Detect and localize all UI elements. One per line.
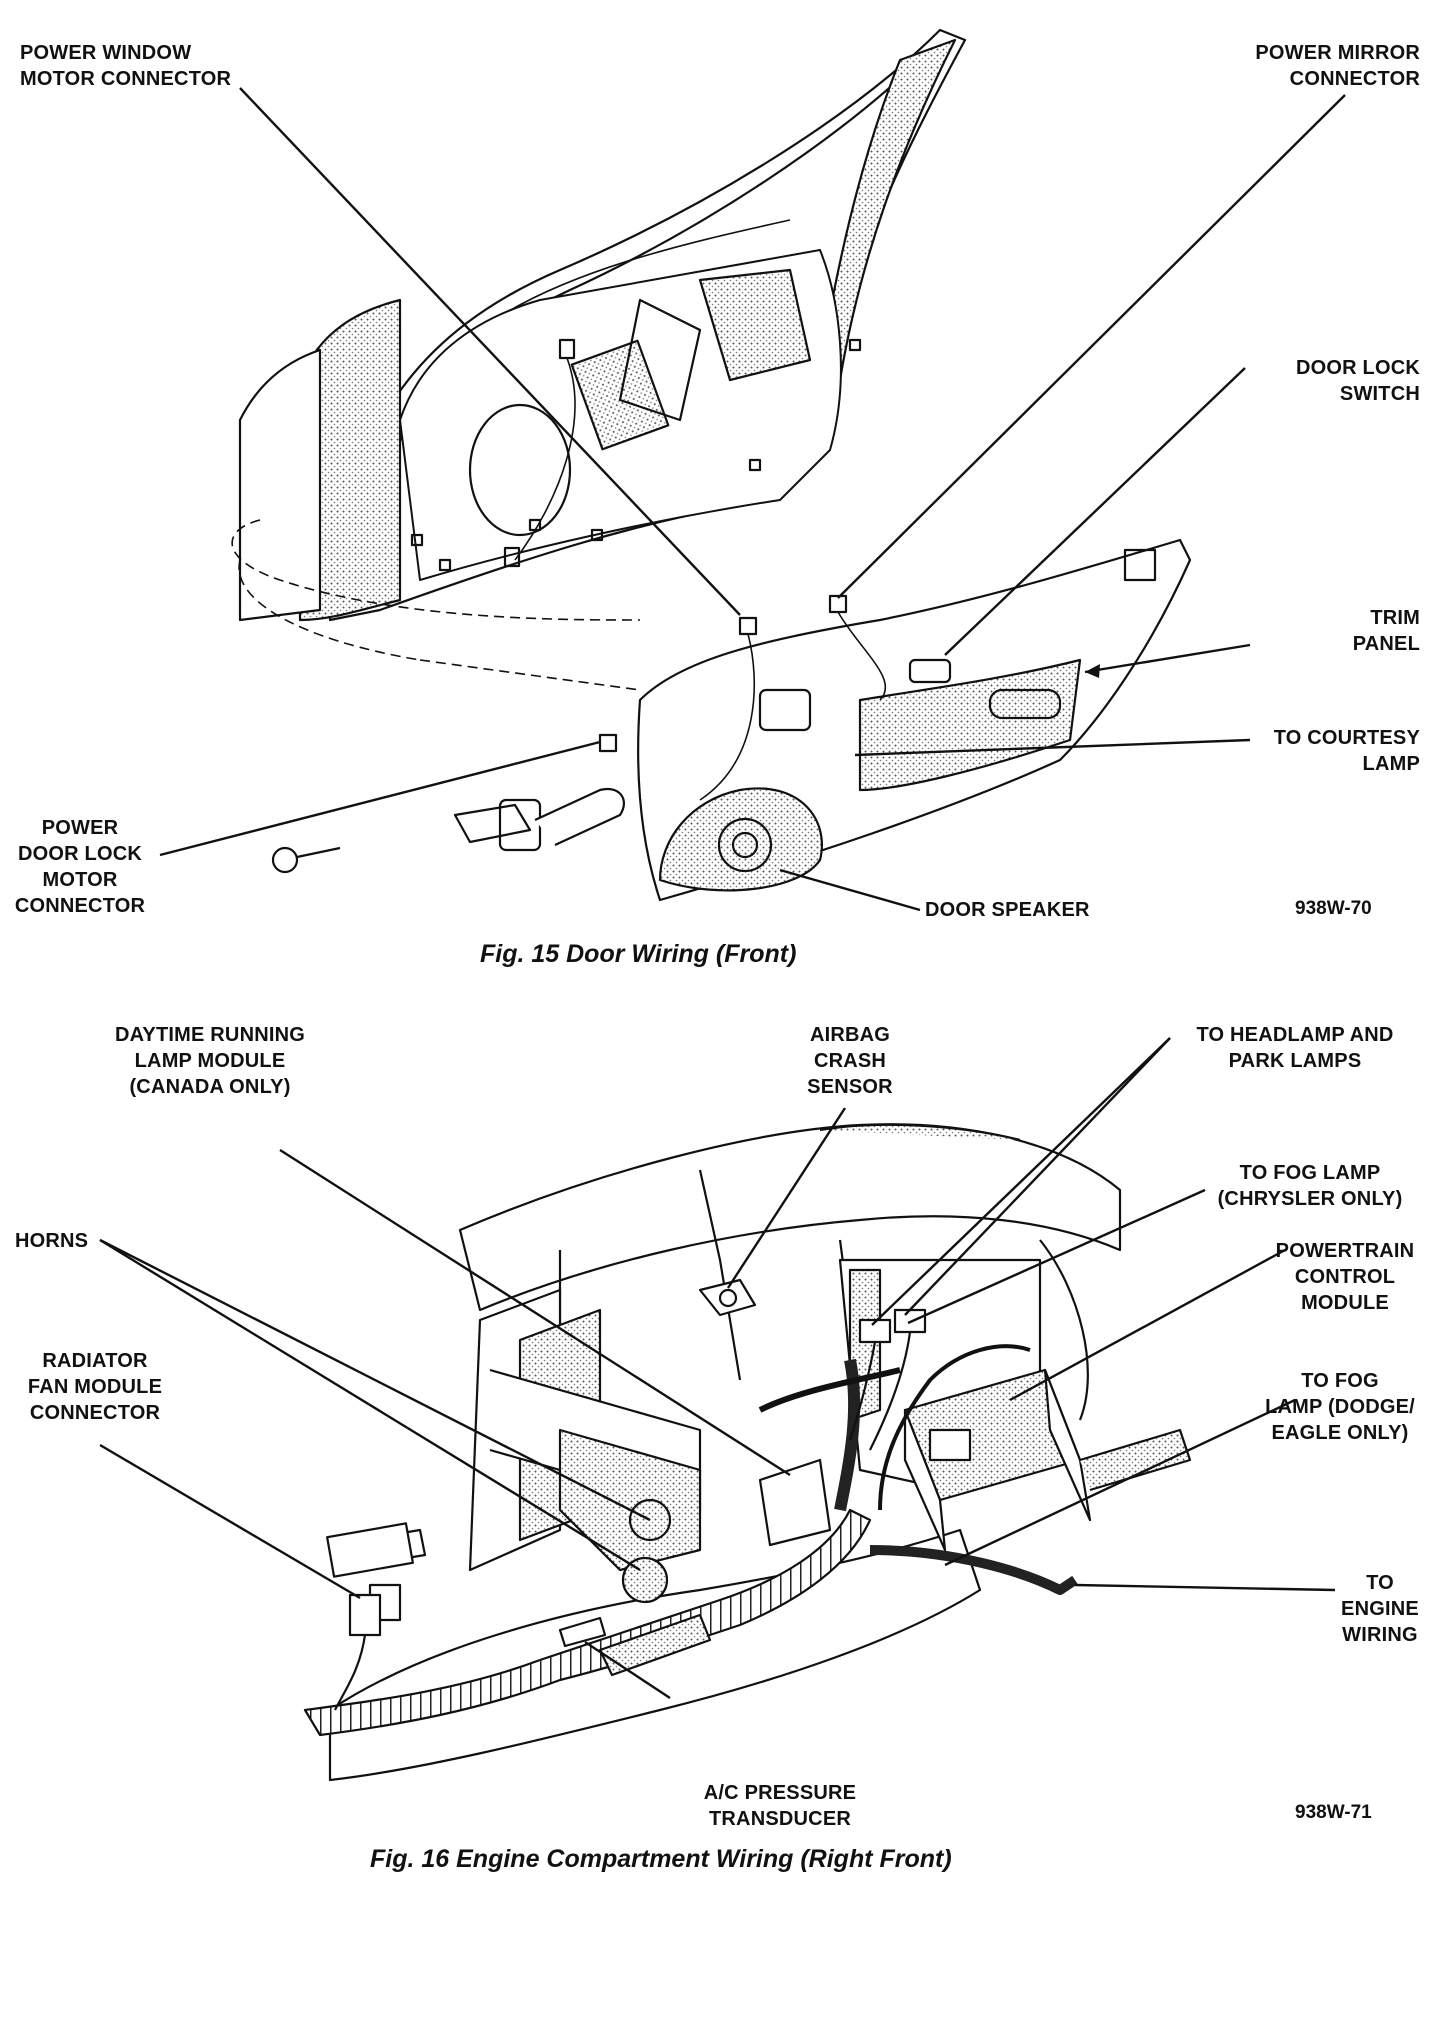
label-door-lock-switch: DOOR LOCK SWITCH (1295, 357, 1420, 405)
figure-code: 938W-70 (1295, 898, 1372, 919)
label-to-courtesy-lamp: TO COURTESY LAMP (1273, 727, 1420, 775)
label-power-mirror-connector: POWER MIRROR CONNECTOR (1255, 42, 1420, 90)
figure-code: 938W-71 (1295, 1802, 1372, 1823)
figure-engine-compartment-wiring: DAYTIME RUNNING LAMP MODULE (CANADA ONLY… (0, 990, 1440, 1990)
label-to-fog-lamp-dodge-eagle: TO FOG LAMP (DODGE/ EAGLE ONLY) (1265, 1370, 1415, 1444)
label-radiator-fan-module-connector: RADIATOR FAN MODULE CONNECTOR (27, 1350, 163, 1424)
label-to-headlamp-and-park-lamps: TO HEADLAMP AND PARK LAMPS (1196, 1024, 1394, 1072)
label-power-door-lock-motor-connector: POWER DOOR LOCK MOTOR CONNECTOR (14, 817, 146, 917)
figure-door-wiring: POWER WINDOW MOTOR CONNECTOR POWER MIRRO… (0, 0, 1440, 975)
door-wiring-illustration (159, 28, 1346, 912)
label-trim-panel: TRIM PANEL (1352, 607, 1420, 655)
figure-caption: Fig. 15 Door Wiring (Front) (480, 940, 797, 968)
label-ac-pressure-transducer: A/C PRESSURE TRANSDUCER (703, 1782, 857, 1830)
label-door-speaker: DOOR SPEAKER (925, 899, 1090, 921)
label-to-fog-lamp-chrysler: TO FOG LAMP (CHRYSLER ONLY) (1217, 1162, 1403, 1210)
label-powertrain-control-module: POWERTRAIN CONTROL MODULE (1275, 1240, 1415, 1314)
label-power-window-motor-connector: POWER WINDOW MOTOR CONNECTOR (20, 42, 232, 90)
figure-caption: Fig. 16 Engine Compartment Wiring (Right… (370, 1845, 952, 1873)
label-airbag-crash-sensor: AIRBAG CRASH SENSOR (807, 1024, 893, 1098)
label-daytime-running-lamp-module: DAYTIME RUNNING LAMP MODULE (CANADA ONLY… (114, 1024, 306, 1098)
label-horns: HORNS (15, 1230, 89, 1252)
engine-compartment-illustration (99, 1037, 1336, 1782)
label-to-engine-wiring: TO ENGINE WIRING (1341, 1572, 1419, 1646)
